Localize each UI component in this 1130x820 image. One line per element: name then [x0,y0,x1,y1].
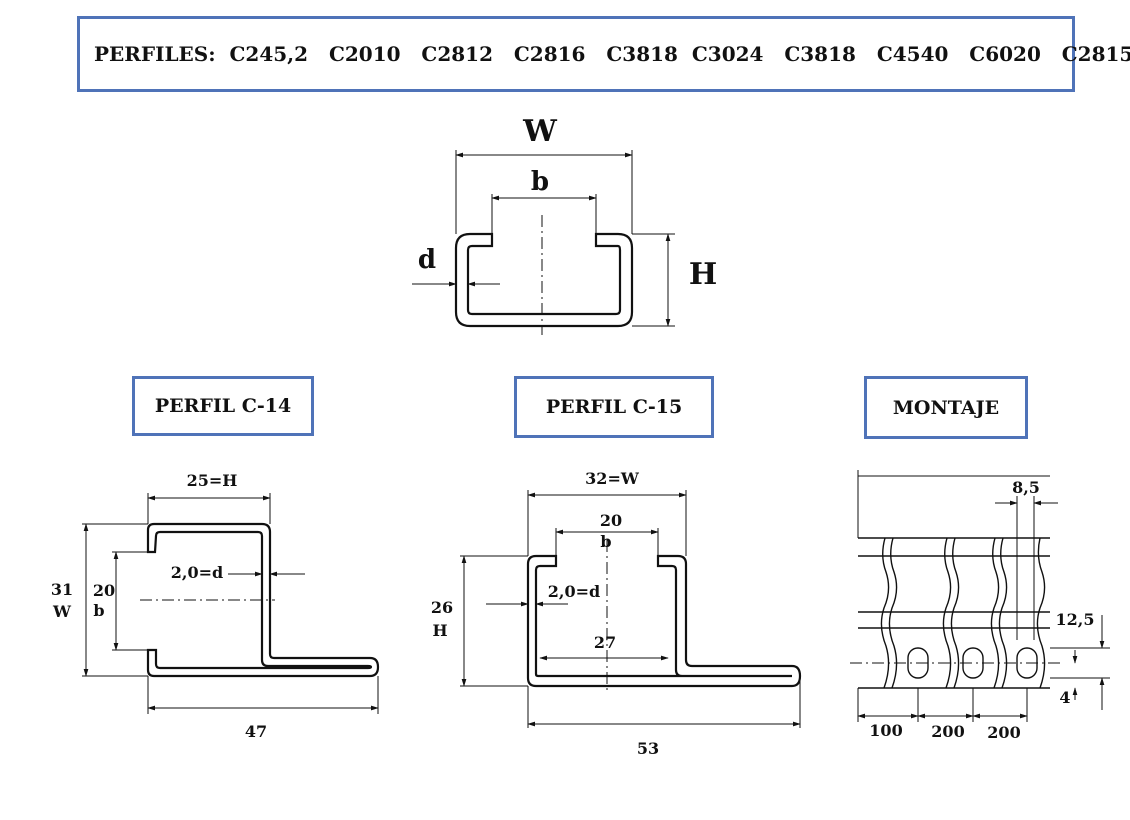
montaje-break-1 [880,537,890,689]
montaje-title-box: MONTAJE [864,376,1028,439]
montaje-dim-200b: 200 [987,723,1020,742]
generic-profile-outer-outline [454,232,634,328]
montaje-dim-200a: 200 [931,722,964,741]
generic-d-label: d [418,245,436,275]
perfil-c15-title: PERFIL C-15 [545,396,683,418]
perfil-c14-left-inner-num: 20 [93,581,115,600]
perfil-c15-d-label: 2,0=d [548,582,600,601]
generic-b-label: b [531,167,549,197]
perfil-c15-b-num: 20 [600,511,622,530]
perfil-c15-bottom-dim: 53 [637,739,659,758]
generic-profile-diagram: W b d H [412,114,717,335]
perfil-c14-title: PERFIL C-14 [154,395,292,417]
perfil-c15-drawing: 32=W 20 b 2,0=d 26 H 27 53 [431,469,802,758]
perfil-c15-title-box: PERFIL C-15 [514,376,714,438]
perfil-c14-title-box: PERFIL C-14 [132,376,314,436]
perfil-c14-outline [146,522,380,678]
perfil-c14-bottom-dim: 47 [245,722,267,741]
perfil-c14-d-label: 2,0=d [171,563,223,582]
perfil-c14-left-outer-num: 31 [51,580,73,599]
montaje-dim-right: 12,5 [1056,610,1095,629]
profiles-title-box: PERFILES: C245,2 C2010 C2812 C2816 C3818… [77,16,1130,92]
perfil-c14-top-dim: 25=H [187,471,238,490]
perfil-c15-inner-dim: 27 [594,633,616,652]
montaje-dim-top: 8,5 [1012,478,1040,497]
montaje-dim-100: 100 [869,721,902,740]
perfil-c14-left-outer-sym: W [52,602,72,621]
montaje-break-3 [990,537,1000,689]
perfil-c15-h-sym: H [432,621,447,640]
montaje-break-2 [942,537,952,689]
montaje-title: MONTAJE [892,396,1000,419]
montaje-dim-small: 4 [1059,688,1070,707]
montaje-drawing: 8,5 12,5 4 100 200 200 [850,470,1110,742]
profiles-title: PERFILES: C245,2 C2010 C2812 C2816 C3818… [94,42,1130,66]
perfil-c15-outline [526,554,802,688]
perfil-c14-left-inner-sym: b [93,601,104,620]
perfil-c15-top-dim: 32=W [585,469,640,488]
perfil-c14-drawing: 25=H 2,0=d 31 W 20 b 47 [51,471,380,741]
perfil-c15-h-num: 26 [431,598,453,617]
perfil-c15-b-sym: b [600,532,611,551]
generic-w-label: W [522,114,558,149]
generic-h-label: H [689,257,717,292]
